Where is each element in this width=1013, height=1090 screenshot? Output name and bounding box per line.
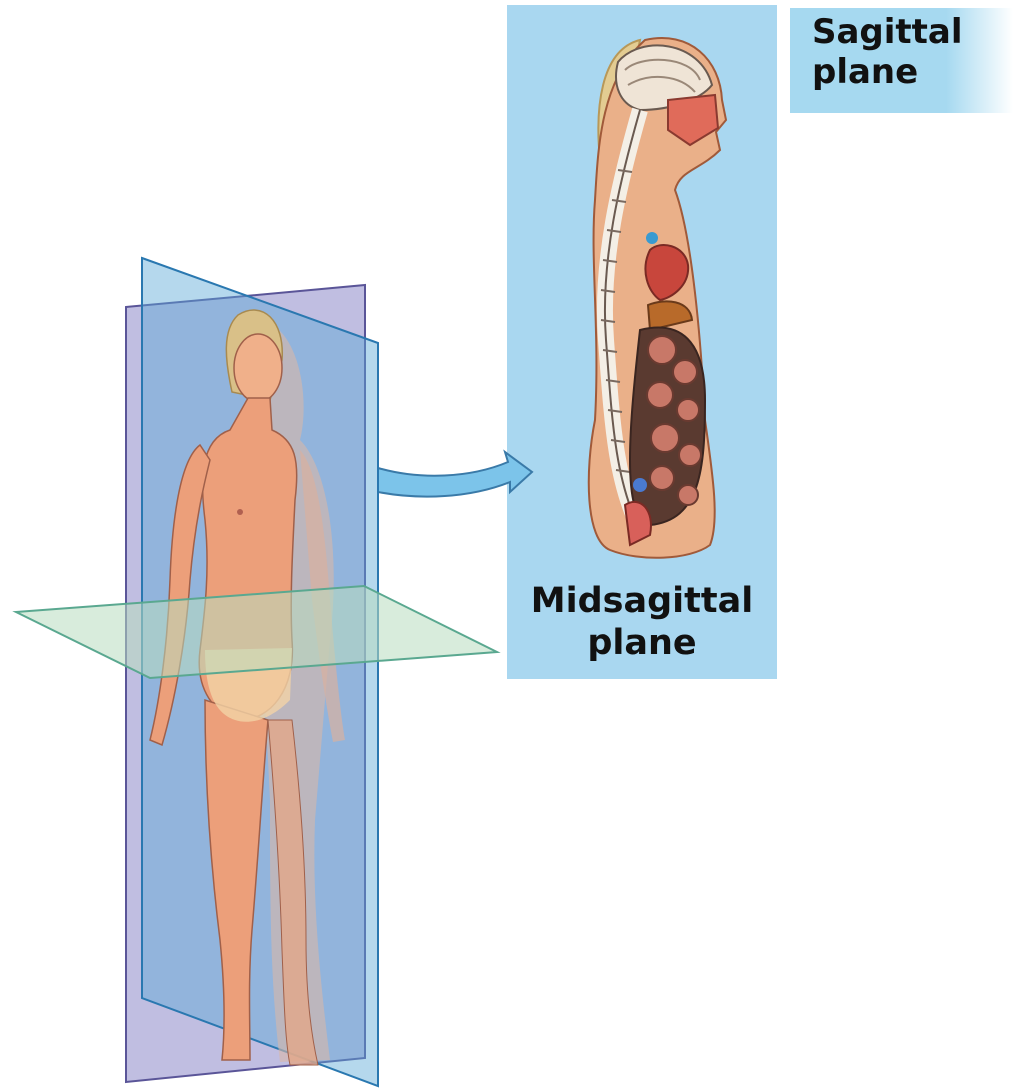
midsagittal-label-line2: plane <box>507 622 777 664</box>
midsagittal-label-line1: Midsagittal <box>507 580 777 622</box>
curved-arrow-icon <box>378 452 532 497</box>
midsagittal-plane-label: Midsagittal plane <box>507 580 777 664</box>
sagittal-section-figure <box>589 38 726 558</box>
transverse-plane <box>16 586 497 678</box>
